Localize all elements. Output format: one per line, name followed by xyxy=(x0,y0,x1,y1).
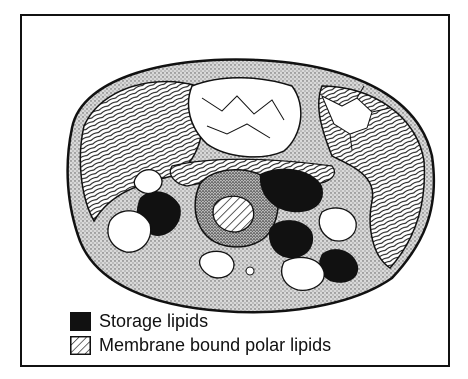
legend-label-storage-lipids: Storage lipids xyxy=(99,312,208,331)
hatched-swatch-icon xyxy=(70,336,91,355)
membrane-polar-lipid-region xyxy=(213,196,253,232)
legend-label-membrane-polar-lipids: Membrane bound polar lipids xyxy=(99,336,331,355)
legend-item-membrane-polar-lipids: Membrane bound polar lipids xyxy=(70,336,331,355)
lower-left-cavity xyxy=(108,211,151,252)
solid-black-swatch-icon xyxy=(70,312,91,331)
lower-right-cavity xyxy=(282,257,325,290)
small-cavity xyxy=(246,267,254,275)
figure-frame: Storage lipids Membrane bound polar lipi… xyxy=(20,14,450,367)
legend-item-storage-lipids: Storage lipids xyxy=(70,312,208,331)
